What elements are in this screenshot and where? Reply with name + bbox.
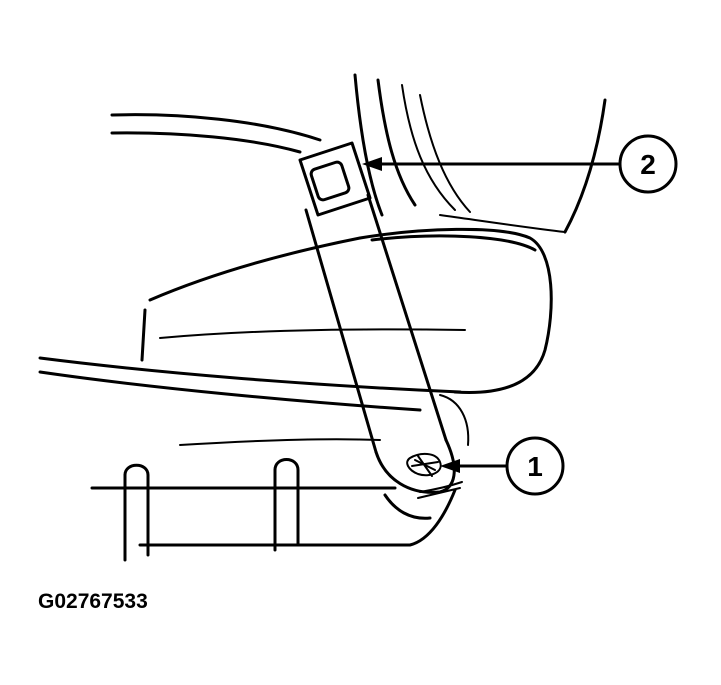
- callout-label-1: 1: [527, 451, 543, 482]
- figure-id: G02767533: [38, 590, 148, 613]
- callout-2: 2: [362, 134, 678, 194]
- seat-base: [90, 458, 457, 562]
- callout-label-2: 2: [640, 149, 656, 180]
- callout-circle-2: [618, 134, 678, 194]
- body-panel-lines: [110, 73, 607, 234]
- arrowhead-1: [440, 459, 460, 473]
- callout-1: 1: [440, 436, 565, 496]
- callout-circle-1: [505, 436, 565, 496]
- seat-belt-upper-anchor: [298, 141, 372, 217]
- seat-outline: [38, 227, 553, 446]
- seat-belt-anchor-bolt: [406, 452, 463, 499]
- arrowhead-2: [362, 157, 382, 171]
